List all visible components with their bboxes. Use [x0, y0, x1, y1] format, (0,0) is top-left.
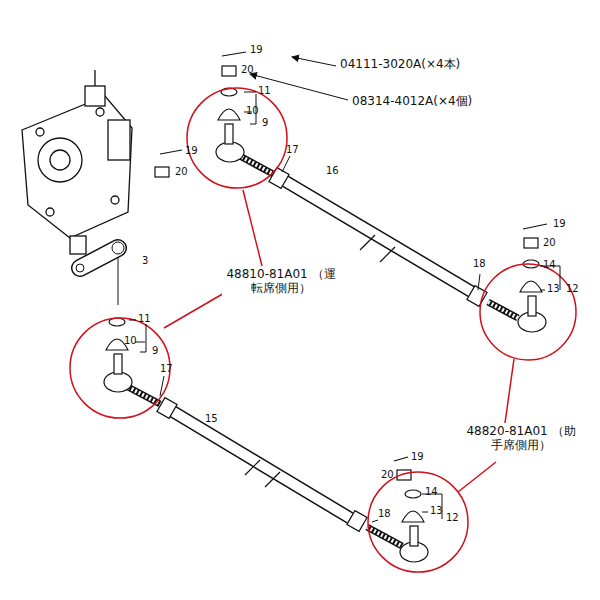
part-number: 08314-4012A(×4個) — [352, 95, 472, 109]
callout-number: 13 — [547, 283, 560, 295]
callout-number: 9 — [152, 345, 158, 357]
callout-number: 19 — [411, 451, 424, 463]
callout-number: 19 — [185, 145, 198, 157]
callout-number: 18 — [378, 508, 391, 520]
callout-number: 19 — [250, 44, 263, 56]
callout-number: 20 — [543, 237, 556, 249]
part-number: 04111-3020A(×4本) — [340, 58, 460, 72]
callout-number: 12 — [446, 512, 459, 524]
callout-number: 16 — [326, 165, 339, 177]
part-number: 48820-81A01 （助手席側用） — [462, 425, 580, 453]
callout-number: 14 — [425, 486, 438, 498]
callout-number: 3 — [142, 255, 148, 267]
callout-number: 20 — [175, 166, 188, 178]
callout-number: 10 — [124, 335, 137, 347]
callout-number: 18 — [473, 258, 486, 270]
callout-number: 10 — [246, 105, 259, 117]
callout-number: 13 — [430, 505, 443, 517]
callout-number: 20 — [241, 64, 254, 76]
callout-number: 17 — [286, 144, 299, 156]
callout-number: 17 — [160, 363, 173, 375]
callout-number: 20 — [381, 469, 394, 481]
callout-number: 11 — [258, 85, 271, 97]
part-number: 48810-81A01 （運転席側用） — [222, 268, 340, 296]
callout-number: 15 — [205, 413, 218, 425]
callout-number: 19 — [553, 218, 566, 230]
callout-number: 12 — [566, 283, 579, 295]
callout-number: 9 — [262, 117, 268, 129]
callout-number: 11 — [138, 313, 151, 325]
callout-number: 14 — [543, 259, 556, 271]
